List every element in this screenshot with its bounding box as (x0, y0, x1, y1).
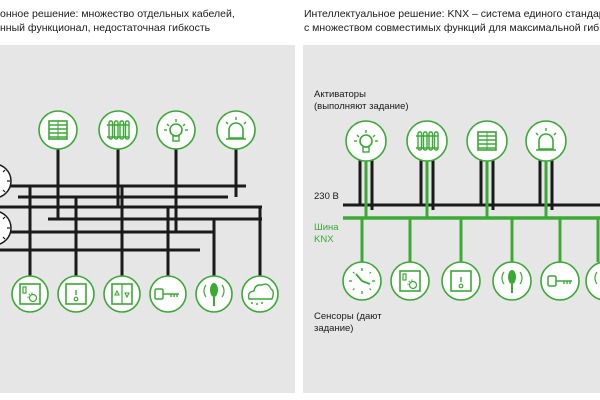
left-actuator-alarm (216, 110, 256, 150)
left-sensor-dimmer (11, 275, 49, 313)
left-sensor-weather (241, 275, 279, 313)
right-power-drops (358, 160, 554, 210)
left-sensor-remote (195, 275, 233, 313)
left-clock-1 (0, 164, 12, 198)
left-heading: онное решение: множество отдельных кабел… (0, 7, 235, 35)
bus-label-line2: KNX (314, 234, 334, 245)
bus-label-line1: Шина (314, 222, 339, 233)
left-actuator-blinds (38, 110, 78, 150)
sensors-label-line2: задание) (314, 323, 354, 334)
right-actuator-blinds (466, 120, 508, 162)
right-actuator-radiator (406, 120, 448, 162)
sensors-label-line1: Сенсоры (дают (314, 311, 382, 322)
right-heading-line1: Интеллектуальное решение: KNX – система … (304, 8, 600, 20)
left-heading-line1: онное решение: множество отдельных кабел… (0, 8, 235, 20)
actuators-label-title: Активаторы (314, 89, 366, 100)
right-sensor-switch (441, 261, 481, 301)
left-heading-line2: нный функционал, недостаточная гибкость (0, 22, 211, 34)
left-wiring (0, 148, 262, 276)
right-heading-line2: с множеством совместимых функций для мак… (304, 22, 600, 34)
right-sensor-dimmer (390, 261, 430, 301)
left-sensor-switch (57, 275, 95, 313)
right-actuator-alarm (525, 120, 567, 162)
right-actuator-bulb (345, 120, 387, 162)
bus-label: Шина KNX (314, 222, 339, 246)
right-sensor-clock (342, 261, 382, 301)
power-label: 230 В (314, 191, 339, 202)
left-sensor-updown (103, 275, 141, 313)
left-clock-2 (0, 211, 12, 245)
right-sensor-remote-2 (585, 261, 600, 301)
left-actuator-bulb (156, 110, 196, 150)
right-bus-sensor-drops (360, 218, 600, 262)
right-sensor-key (540, 261, 580, 301)
right-heading: Интеллектуальное решение: KNX – система … (304, 7, 600, 35)
right-sensor-remote (492, 261, 532, 301)
right-bus-actuator-drops (364, 160, 548, 218)
left-sensor-key (149, 275, 187, 313)
actuators-label-subtitle: (выполняют задание) (314, 101, 409, 112)
actuators-label: Активаторы (выполняют задание) (314, 89, 409, 113)
left-actuator-radiator (98, 110, 138, 150)
sensors-label: Сенсоры (дают задание) (314, 311, 382, 335)
